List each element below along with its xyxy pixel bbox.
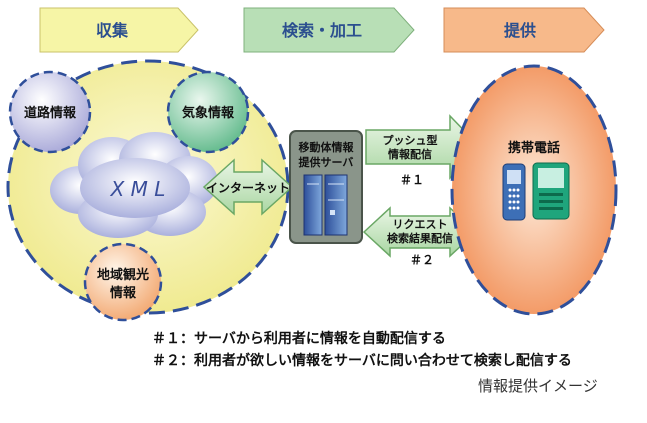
stage-banner-process: 検索・加工 <box>243 7 415 53</box>
push-label-line2: 情報配信 <box>388 147 432 161</box>
road-info-label: 道路情報 <box>24 105 77 121</box>
mobile-phone-label: 携帯電話 <box>508 140 560 156</box>
server-label-line2: 提供サーバ <box>299 155 354 169</box>
regional-info-source: 地域観光 情報 <box>83 242 163 322</box>
regional-info-label-line2: 情報 <box>110 285 137 301</box>
weather-info-source: 気象情報 <box>166 70 250 154</box>
green-phone-icon <box>532 162 570 220</box>
request-label-line1: リクエスト <box>393 218 448 231</box>
weather-info-label: 気象情報 <box>182 105 235 121</box>
server-icon <box>303 174 348 236</box>
request-label-line2: 検索結果配信 <box>387 231 453 245</box>
push-label-line1: プッシュ型 <box>383 133 438 147</box>
internet-label: インターネット <box>206 181 290 195</box>
stage-label-collect: 収集 <box>96 21 129 40</box>
figure-caption: 情報提供イメージ <box>478 377 598 395</box>
note-push: ＃１：サーバから利用者に情報を自動配信する <box>152 331 446 347</box>
request-arrow: リクエスト 検索結果配信 ＃２ <box>362 206 478 267</box>
stage-banner-provide: 提供 <box>443 7 605 53</box>
stage-banner-collect: 収集 <box>39 7 199 53</box>
stage-label-provide: 提供 <box>504 21 536 40</box>
regional-info-label-line1: 地域観光 <box>97 267 149 283</box>
xml-label: X M L <box>110 177 166 201</box>
road-info-source: 道路情報 <box>8 70 92 154</box>
push-mark: ＃１ <box>400 173 424 187</box>
blue-phone-icon <box>502 163 526 221</box>
stage-label-process: 検索・加工 <box>282 21 362 40</box>
info-server: 移動体情報 提供サーバ <box>289 130 363 244</box>
xml-cloud: X M L <box>50 132 218 238</box>
server-label-line1: 移動体情報 <box>299 140 355 154</box>
internet-arrow: インターネット <box>202 158 294 216</box>
note-request: ＃２：利用者が欲しい情報をサーバに問い合わせて検索し配信する <box>152 353 572 369</box>
push-arrow: プッシュ型 情報配信 ＃１ <box>365 114 482 187</box>
request-mark: ＃２ <box>410 253 434 267</box>
